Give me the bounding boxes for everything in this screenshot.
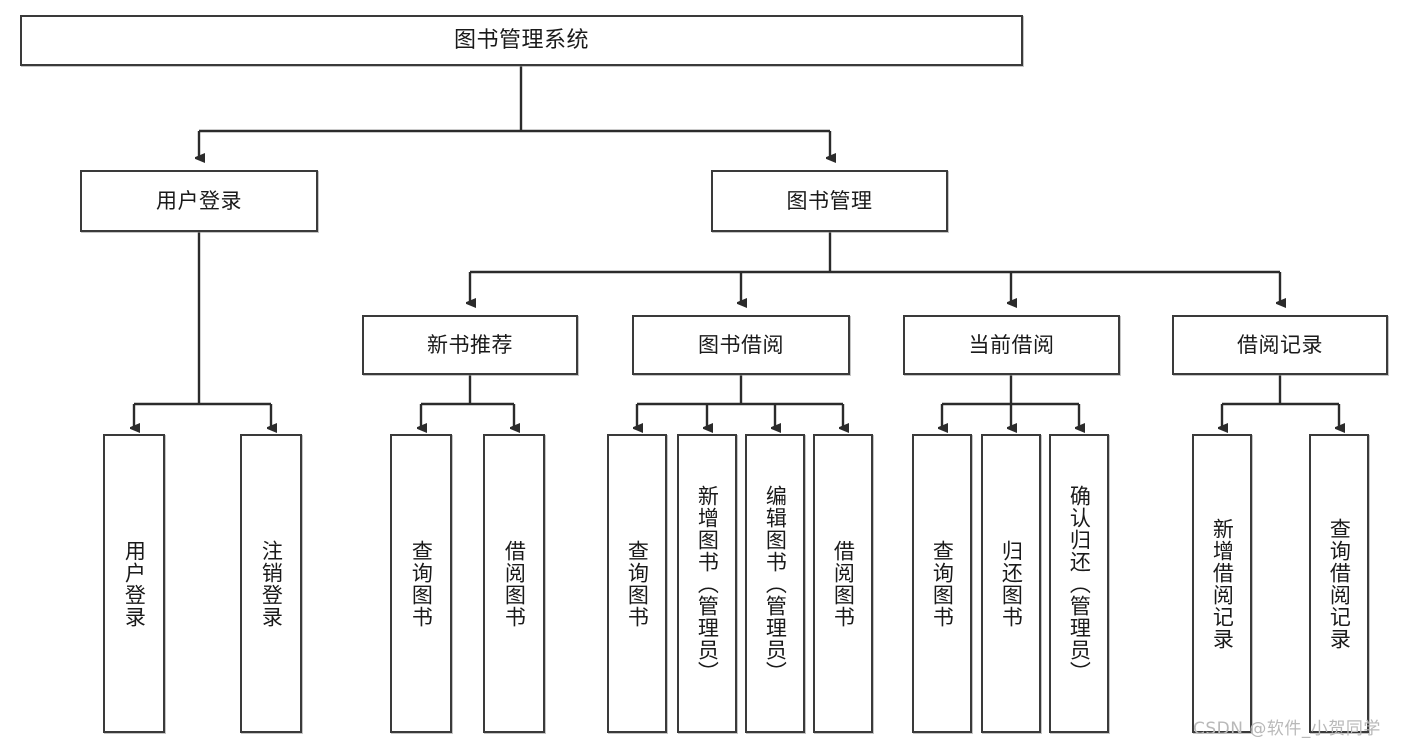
node-leaf-return-book[interactable]: 归还图书 (981, 434, 1041, 733)
node-book-borrow[interactable]: 图书借阅 (632, 315, 850, 375)
node-new-book-recommend[interactable]: 新书推荐 (362, 315, 578, 375)
node-label: 查询图书 (930, 539, 955, 628)
node-leaf-user-login[interactable]: 用户登录 (103, 434, 165, 733)
node-leaf-borrow-book-recommend[interactable]: 借阅图书 (483, 434, 545, 733)
node-label: 查询图书 (625, 539, 650, 628)
node-leaf-add-book-admin[interactable]: 新增图书（管理员） (677, 434, 737, 733)
node-label: 归还图书 (999, 539, 1024, 628)
node-user-login[interactable]: 用户登录 (80, 170, 318, 232)
node-leaf-query-borrow-record[interactable]: 查询借阅记录 (1309, 434, 1369, 733)
node-leaf-query-book-current[interactable]: 查询图书 (912, 434, 972, 733)
node-leaf-confirm-return-admin[interactable]: 确认归还（管理员） (1049, 434, 1109, 733)
node-leaf-query-book-borrow[interactable]: 查询图书 (607, 434, 667, 733)
node-label: 新书推荐 (427, 332, 513, 357)
node-label: 确认归还（管理员） (1067, 484, 1092, 683)
node-label: 图书借阅 (698, 332, 784, 357)
node-label: 编辑图书（管理员） (763, 484, 788, 683)
node-leaf-add-borrow-record[interactable]: 新增借阅记录 (1192, 434, 1252, 733)
node-label: 新增图书（管理员） (695, 484, 720, 683)
node-root-book-management-system[interactable]: 图书管理系统 (20, 15, 1023, 66)
node-label: 图书管理 (786, 188, 873, 213)
node-label: 借阅图书 (502, 539, 527, 628)
node-label: 当前借阅 (968, 332, 1055, 357)
node-leaf-borrow-book[interactable]: 借阅图书 (813, 434, 873, 733)
node-label: 用户登录 (122, 539, 147, 628)
node-label: 注销登录 (259, 539, 284, 628)
node-borrow-record[interactable]: 借阅记录 (1172, 315, 1388, 375)
node-label: 借阅图书 (831, 539, 856, 628)
node-label: 图书管理系统 (453, 27, 589, 53)
node-current-borrow[interactable]: 当前借阅 (903, 315, 1120, 375)
node-label: 查询图书 (409, 539, 434, 628)
node-leaf-edit-book-admin[interactable]: 编辑图书（管理员） (745, 434, 805, 733)
node-leaf-query-book-recommend[interactable]: 查询图书 (390, 434, 452, 733)
csdn-watermark: CSDN @软件_小贺同学 (1193, 719, 1381, 739)
node-label: 用户登录 (156, 188, 242, 213)
node-label: 借阅记录 (1237, 332, 1323, 357)
node-label: 新增借阅记录 (1210, 517, 1235, 650)
node-book-management[interactable]: 图书管理 (711, 170, 948, 232)
node-leaf-logout[interactable]: 注销登录 (240, 434, 302, 733)
node-label: 查询借阅记录 (1327, 517, 1352, 650)
